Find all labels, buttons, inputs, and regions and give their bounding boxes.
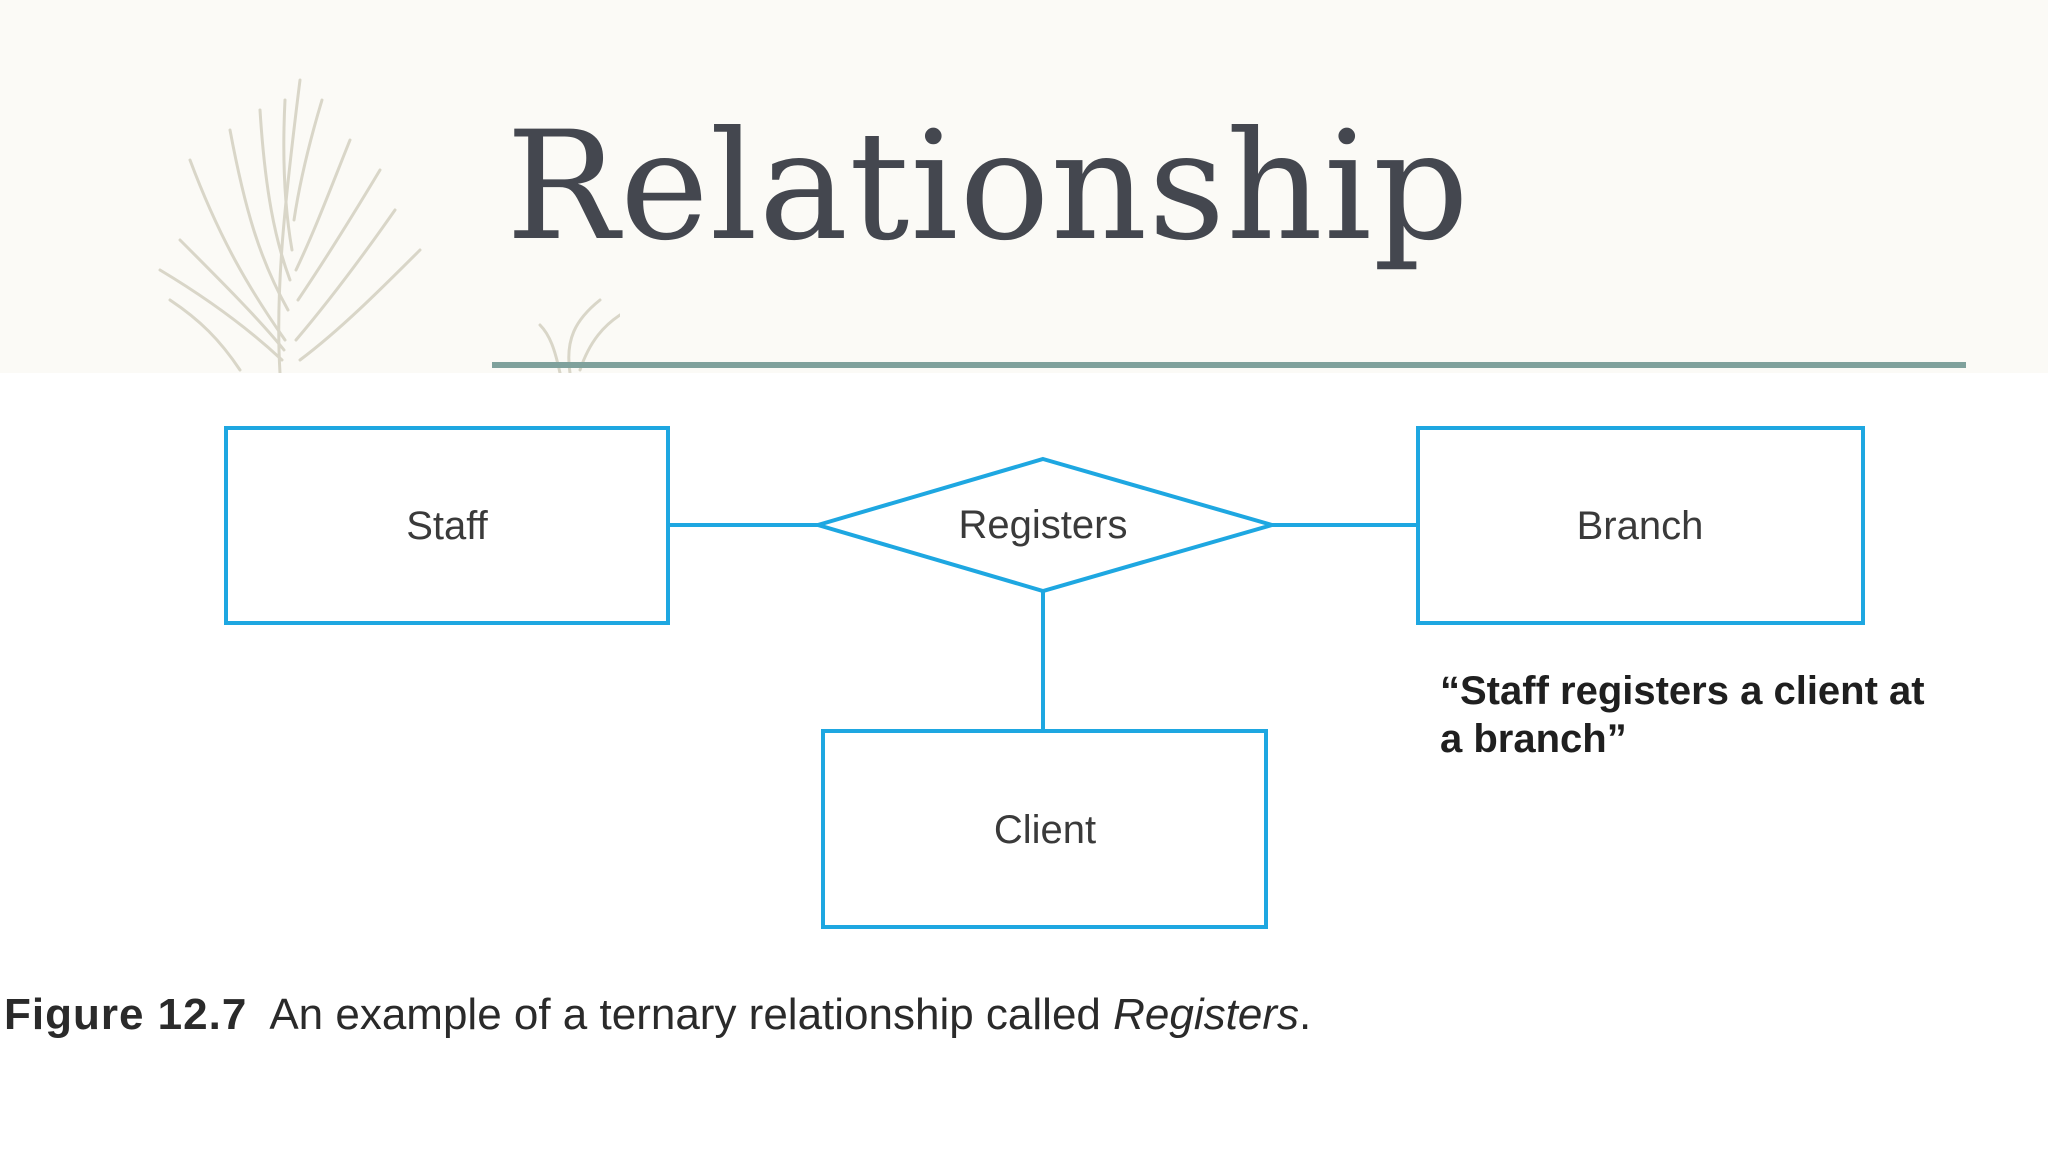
- title-band: Relationship: [0, 0, 2048, 373]
- caption-text: An example of a ternary relationship cal…: [269, 990, 1114, 1039]
- title-underline: [492, 362, 1966, 368]
- entity-staff-label: Staff: [406, 504, 488, 548]
- entity-staff-box: [224, 426, 670, 625]
- slide-title: Relationship: [506, 100, 1470, 274]
- caption-relationship-name: Registers: [1113, 990, 1299, 1039]
- entity-client-label: Client: [994, 808, 1096, 852]
- figure-number: Figure 12.7: [4, 990, 248, 1039]
- entity-branch-label: Branch: [1577, 504, 1704, 548]
- feather-decoration-icon: [158, 78, 620, 373]
- er-diagram: Staff Branch Client Registers: [224, 426, 1865, 929]
- figure-caption: Figure 12.7 An example of a ternary relat…: [4, 990, 1311, 1040]
- relationship-registers-label: Registers: [959, 503, 1128, 547]
- relationship-note: “Staff registers a client at a branch”: [1440, 669, 1925, 761]
- caption-period: .: [1298, 990, 1312, 1039]
- entity-client-box: [821, 729, 1268, 929]
- entity-branch-box: [1416, 426, 1865, 625]
- relationship-registers-diamond: [810, 456, 1280, 594]
